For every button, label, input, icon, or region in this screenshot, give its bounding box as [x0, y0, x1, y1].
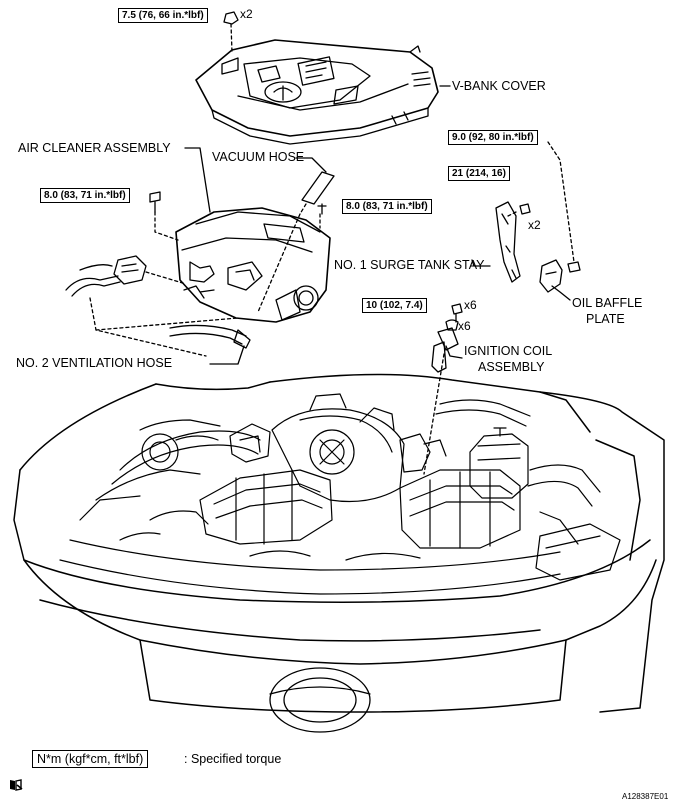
vacuum-hose-drawing: [257, 171, 335, 313]
label-air-cleaner-assembly: AIR CLEANER ASSEMBLY: [18, 141, 171, 155]
label-oil-baffle-plate-line1: OIL BAFFLE: [572, 296, 643, 310]
v-bank-cover-drawing: [195, 39, 439, 145]
oil-baffle-plate-drawing: [539, 141, 581, 293]
vacuum-hose-leader: [295, 157, 327, 173]
torque-air-cleaner-right: 8.0 (83, 71 in.*lbf): [342, 199, 432, 214]
qty-coil: x6: [458, 319, 471, 333]
torque-coil-bolt: 10 (102, 7.4): [362, 298, 427, 313]
ignition-coil-leader: [445, 345, 463, 359]
ventilation-hose-drawing: [169, 324, 251, 349]
headlight-drawing: [269, 667, 371, 733]
ignition-coil-drawing: [423, 303, 463, 475]
ventilation-hose-leader: [209, 345, 245, 365]
qty-surge-stay-bolt: x2: [528, 218, 541, 232]
label-no2-ventilation-hose: NO. 2 VENTILATION HOSE: [16, 356, 173, 370]
torque-surge-stay-bolt: 21 (214, 16): [448, 166, 510, 181]
surge-stay-leader: [471, 259, 491, 267]
label-oil-baffle-plate-line2: PLATE: [586, 312, 625, 326]
label-no1-surge-tank-stay: NO. 1 SURGE TANK STAY: [334, 258, 485, 272]
air-cleaner-bolt-left-drawing: [149, 191, 179, 241]
hood-outline-drawing: [13, 373, 665, 713]
label-vacuum-hose: VACUUM HOSE: [212, 150, 305, 164]
label-ignition-coil-line1: IGNITION COIL: [464, 344, 553, 358]
torque-oil-baffle-bolt: 9.0 (92, 80 in.*lbf): [448, 130, 538, 145]
legend-description: : Specified torque: [184, 752, 282, 766]
qty-coil-bolt: x6: [464, 298, 477, 312]
torque-air-cleaner-left: 8.0 (83, 71 in.*lbf): [40, 188, 130, 203]
engine-bay-drawing: [59, 393, 621, 595]
legend-unit-box: N*m (kgf*cm, ft*lbf): [32, 750, 149, 768]
torque-cover-nut: 7.5 (76, 66 in.*lbf): [118, 8, 208, 23]
info-book-icon: [10, 779, 23, 791]
label-ignition-coil-line2: ASSEMBLY: [478, 360, 545, 374]
label-v-bank-cover: V-BANK COVER: [452, 79, 546, 93]
figure-id: A128387E01: [622, 792, 669, 801]
surge-tank-stay-drawing: [495, 201, 531, 283]
cover-nut-drawing: [223, 11, 239, 53]
air-cleaner-drawing: [175, 203, 331, 323]
air-cleaner-leader: [184, 147, 211, 213]
qty-cover-nut: x2: [240, 7, 253, 21]
wiring-connector-drawing: [65, 255, 239, 357]
